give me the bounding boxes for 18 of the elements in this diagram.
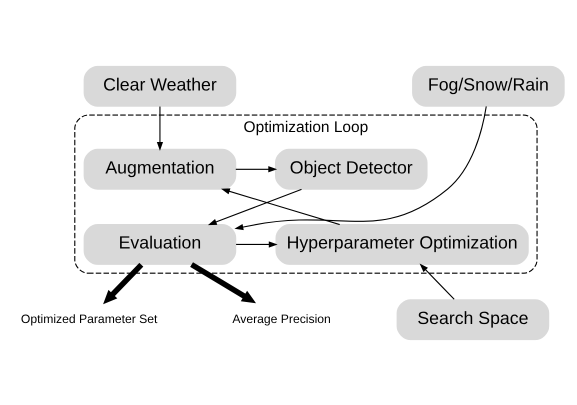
arrow bbox=[236, 166, 278, 172]
arrow bbox=[156, 106, 164, 150]
arrow bbox=[420, 263, 455, 300]
node-text: Optimized Parameter Set bbox=[20, 311, 158, 326]
node-box: Fog/Snow/Rain bbox=[412, 65, 565, 106]
node-box: Clear Weather bbox=[84, 65, 236, 106]
node-text: Average Precision bbox=[232, 311, 331, 326]
arrow bbox=[234, 106, 487, 230]
arrow bbox=[236, 240, 278, 248]
arrow bbox=[190, 262, 256, 303]
node-box: Search Space bbox=[396, 298, 550, 340]
arrow bbox=[208, 188, 302, 225]
node-box: Object Detector bbox=[274, 148, 428, 190]
arrow bbox=[221, 188, 340, 225]
node-box: Evaluation bbox=[84, 224, 236, 264]
arrow bbox=[103, 262, 144, 304]
node-box: Hyperparameter Optimization bbox=[276, 224, 529, 264]
node-box: Augmentation bbox=[84, 148, 236, 190]
